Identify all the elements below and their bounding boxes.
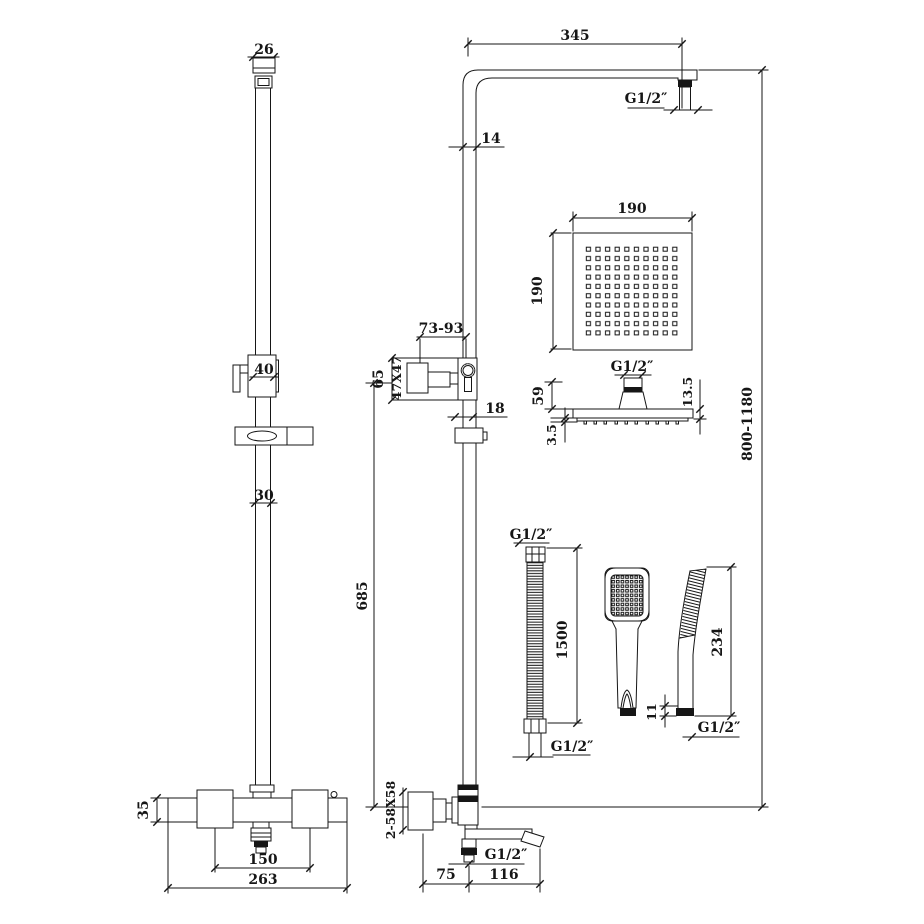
head-thread-label: G1/2″ (611, 359, 654, 375)
mixer-side-handle (407, 791, 434, 831)
dim-valve-range-label: 73-93 (419, 321, 464, 337)
arm-thread-label: G1/2″ (625, 91, 668, 107)
dim-edge-thickness-label: 13.5 (680, 377, 695, 407)
handset-thread-label: G1/2″ (698, 720, 741, 736)
dim-head-side-height-label: 59 (531, 386, 547, 405)
mixer-right-handle (291, 789, 329, 829)
outlet-thread-label: G1/2″ (485, 847, 528, 863)
handset-spray-face (610, 574, 644, 617)
dim-cap-width-label: 26 (254, 42, 273, 58)
dim-head-height-label: 190 (530, 276, 546, 305)
dim-arm-length-label: 345 (560, 28, 589, 44)
dim-nozzle-depth-label: 3.5 (544, 424, 559, 446)
head-nozzle-grid (584, 245, 680, 338)
soap-dish (234, 426, 314, 446)
mixer-outlet-neck (252, 821, 270, 829)
dim-inlet-height-label: 11 (644, 703, 659, 720)
handle-arch (620, 689, 634, 709)
handset-front-view (604, 567, 650, 716)
handset-handle-right (635, 628, 639, 709)
handset-holder (247, 354, 277, 398)
dim-overall-height-label: 800-1180 (740, 387, 756, 461)
dim-outlet-offset-label: 75 (436, 867, 455, 883)
dim-bar-width-label: 30 (254, 488, 274, 504)
handset-handle-left (615, 628, 619, 709)
mixer-front-view: 35 150 263 (136, 784, 351, 894)
hose-tail (528, 732, 542, 758)
arm-elbow-inner (475, 77, 493, 94)
head-side-nozzles (583, 420, 679, 425)
hose-view: G1/2″ G1/2″ 1500 (510, 527, 594, 761)
wand-right-edge (692, 568, 707, 709)
mixer-left-handle (196, 789, 234, 829)
handset-connector (620, 708, 636, 716)
dim-mixer-width-label: 263 (248, 872, 277, 888)
holder-hook (232, 364, 241, 393)
dim-handle-size-label: 2-58X58 (383, 781, 398, 840)
dim-valve-height-label: 65 (371, 369, 387, 388)
hose-top-thread-label: G1/2″ (510, 527, 553, 543)
bottom-outlet (461, 838, 477, 849)
slide-bar-front-view: 26 40 30 (232, 42, 314, 786)
dim-riser-length-label: 685 (355, 581, 371, 610)
spout-tip (520, 830, 545, 848)
mixer-outlet (250, 827, 272, 842)
hose-bottom-nut (523, 718, 547, 734)
dim-mixer-height-label: 35 (136, 800, 152, 819)
valve-housing (391, 357, 478, 401)
wand-connector (676, 708, 694, 716)
dim-clamp-label: 18 (485, 401, 504, 417)
hose-body (526, 561, 544, 720)
bar-top-cap (252, 57, 276, 74)
bar-base-adapter (249, 784, 275, 793)
wand-left-edge (677, 570, 691, 709)
head-connector-base (618, 391, 648, 410)
arm-thread-collar (678, 80, 692, 87)
valve-top-view (391, 357, 478, 401)
pipe-clamp (454, 427, 484, 444)
dim-hose-length-label: 1500 (555, 620, 571, 659)
dim-head-width-label: 190 (617, 201, 646, 217)
riser-view: 345 G1/2″ 14 73-93 65 47X47 18 (355, 28, 769, 811)
mixer-side-view: 2-58X58 G1/2″ 75 116 (383, 781, 545, 893)
wand-rib-band (680, 569, 706, 638)
head-side-view: G1/2″ 59 3.5 13.5 (531, 359, 707, 446)
handset-side-view: 11 234 G1/2″ (644, 563, 741, 741)
head-slab (572, 408, 694, 419)
arm-thread-nipple (679, 86, 691, 111)
diverter-knob (330, 791, 338, 798)
head-front-view: 190 190 (530, 201, 696, 353)
dim-pipe-width-label: 14 (481, 131, 501, 147)
arm-elbow-outer (462, 69, 479, 86)
dim-holder-width-label: 40 (254, 362, 274, 378)
dim-inlet-centres-label: 150 (248, 852, 277, 868)
valve-plate-label: 47X47 (389, 356, 404, 401)
dim-spout-reach-label: 116 (489, 867, 518, 883)
dim-handset-height-label: 234 (710, 627, 726, 656)
hose-bottom-thread-label: G1/2″ (551, 739, 594, 755)
